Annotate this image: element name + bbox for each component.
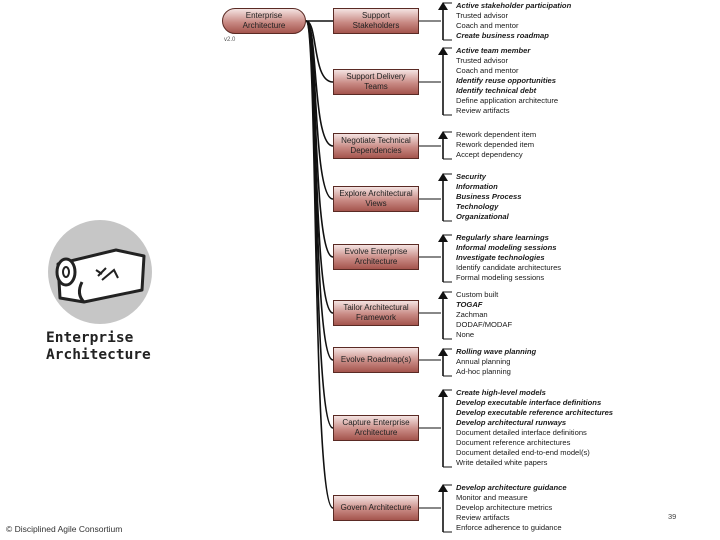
option-item: Rolling wave planning	[456, 347, 537, 356]
option-item: Coach and mentor	[456, 21, 519, 30]
option-item: Technology	[456, 202, 499, 211]
option-item: Monitor and measure	[456, 493, 528, 502]
option-item: Rework dependent item	[456, 130, 537, 139]
option-item: Coach and mentor	[456, 66, 519, 75]
arrowhead-icon	[438, 291, 448, 299]
goal-node: Support Delivery Teams	[333, 69, 419, 95]
option-item: Ad-hoc planning	[456, 367, 511, 376]
logo-badge	[48, 220, 152, 324]
option-item: Create business roadmap	[456, 31, 549, 40]
logo-caption: Enterprise Architecture	[46, 330, 151, 363]
goal-node: Capture Enterprise Architecture	[333, 415, 419, 441]
option-item: Write detailed white papers	[456, 458, 548, 467]
arrowhead-icon	[438, 389, 448, 397]
option-item: Business Process	[456, 192, 522, 201]
goal-node: Support Stakeholders	[333, 8, 419, 34]
arrowhead-icon	[438, 131, 448, 139]
option-item: Trusted advisor	[456, 11, 509, 20]
option-item: DODAF/MODAF	[456, 320, 513, 329]
option-item: Formal modeling sessions	[456, 273, 545, 282]
arrowhead-icon	[438, 348, 448, 356]
option-item: Identify candidate architectures	[456, 263, 562, 272]
goal-node: Evolve Roadmap(s)	[333, 347, 419, 373]
option-item: Informal modeling sessions	[456, 243, 557, 252]
option-item: Identify technical debt	[456, 86, 537, 95]
option-item: Develop executable interface definitions	[456, 398, 602, 407]
page-number: 39	[668, 512, 677, 521]
version-label: v2.0	[224, 37, 236, 43]
option-item: Active team member	[456, 46, 531, 55]
option-item: Custom built	[456, 290, 499, 299]
option-item: Accept dependency	[456, 150, 523, 159]
option-item: Annual planning	[456, 357, 511, 366]
root-node: Enterprise Architecture	[222, 8, 306, 34]
option-item: Develop architectural runways	[456, 418, 567, 427]
option-item: Document reference architectures	[456, 438, 571, 447]
option-item: Develop executable reference architectur…	[456, 408, 614, 417]
option-item: Security	[456, 172, 486, 181]
arrowhead-icon	[438, 484, 448, 492]
option-item: Investigate technologies	[456, 253, 545, 262]
option-item: Enforce adherence to guidance	[456, 523, 562, 532]
goal-node: Govern Architecture	[333, 495, 419, 521]
option-item: Develop architecture metrics	[456, 503, 553, 512]
option-item: Information	[456, 182, 498, 191]
goal-connector	[305, 20, 334, 83]
arrowhead-icon	[438, 173, 448, 181]
blueprint-scroll-icon	[55, 248, 146, 304]
goal-node: Tailor Architectural Framework	[333, 300, 419, 326]
option-item: Document detailed end-to-end model(s)	[456, 448, 590, 457]
option-item: Rework depended item	[456, 140, 535, 149]
option-item: Organizational	[456, 212, 509, 221]
goal-connector	[305, 20, 334, 509]
option-item: Review artifacts	[456, 106, 510, 115]
option-item: Create high-level models	[456, 388, 546, 397]
option-item: Active stakeholder participation	[456, 1, 572, 10]
option-item: Develop architecture guidance	[456, 483, 567, 492]
arrowhead-icon	[438, 2, 448, 10]
option-item: Zachman	[456, 310, 488, 319]
goal-node: Explore Architectural Views	[333, 186, 419, 212]
copyright: © Disciplined Agile Consortium	[6, 524, 123, 534]
goal-node: Evolve Enterprise Architecture	[333, 244, 419, 270]
goal-node: Negotiate Technical Dependencies	[333, 133, 419, 159]
arrowhead-icon	[438, 234, 448, 242]
option-item: Identify reuse opportunities	[456, 76, 556, 85]
option-item: Define application architecture	[456, 96, 559, 105]
option-item: Trusted advisor	[456, 56, 509, 65]
option-item: Review artifacts	[456, 513, 510, 522]
option-item: None	[456, 330, 475, 339]
arrowhead-icon	[438, 47, 448, 55]
option-item: Regularly share learnings	[456, 233, 549, 242]
option-item: TOGAF	[456, 300, 483, 309]
option-item: Document detailed interface definitions	[456, 428, 587, 437]
